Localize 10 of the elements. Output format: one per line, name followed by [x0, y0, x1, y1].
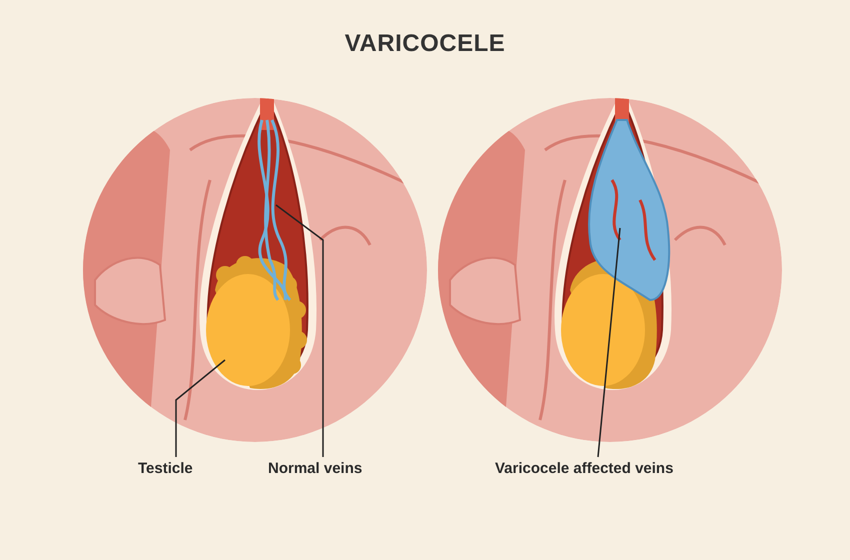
- leader-line: [175, 359, 226, 457]
- normal-veins-drawing: [258, 120, 292, 301]
- diagram-title: VARICOCELE: [344, 30, 506, 58]
- part-label: Testicle: [138, 460, 193, 477]
- testicle-drawing: [206, 256, 307, 390]
- varicocele-veins-drawing: [588, 119, 670, 301]
- part-label: Varicocele affected veins: [495, 460, 674, 477]
- leader-line: [597, 228, 621, 458]
- part-label: Normal veins: [268, 460, 362, 477]
- leader-line: [276, 204, 324, 457]
